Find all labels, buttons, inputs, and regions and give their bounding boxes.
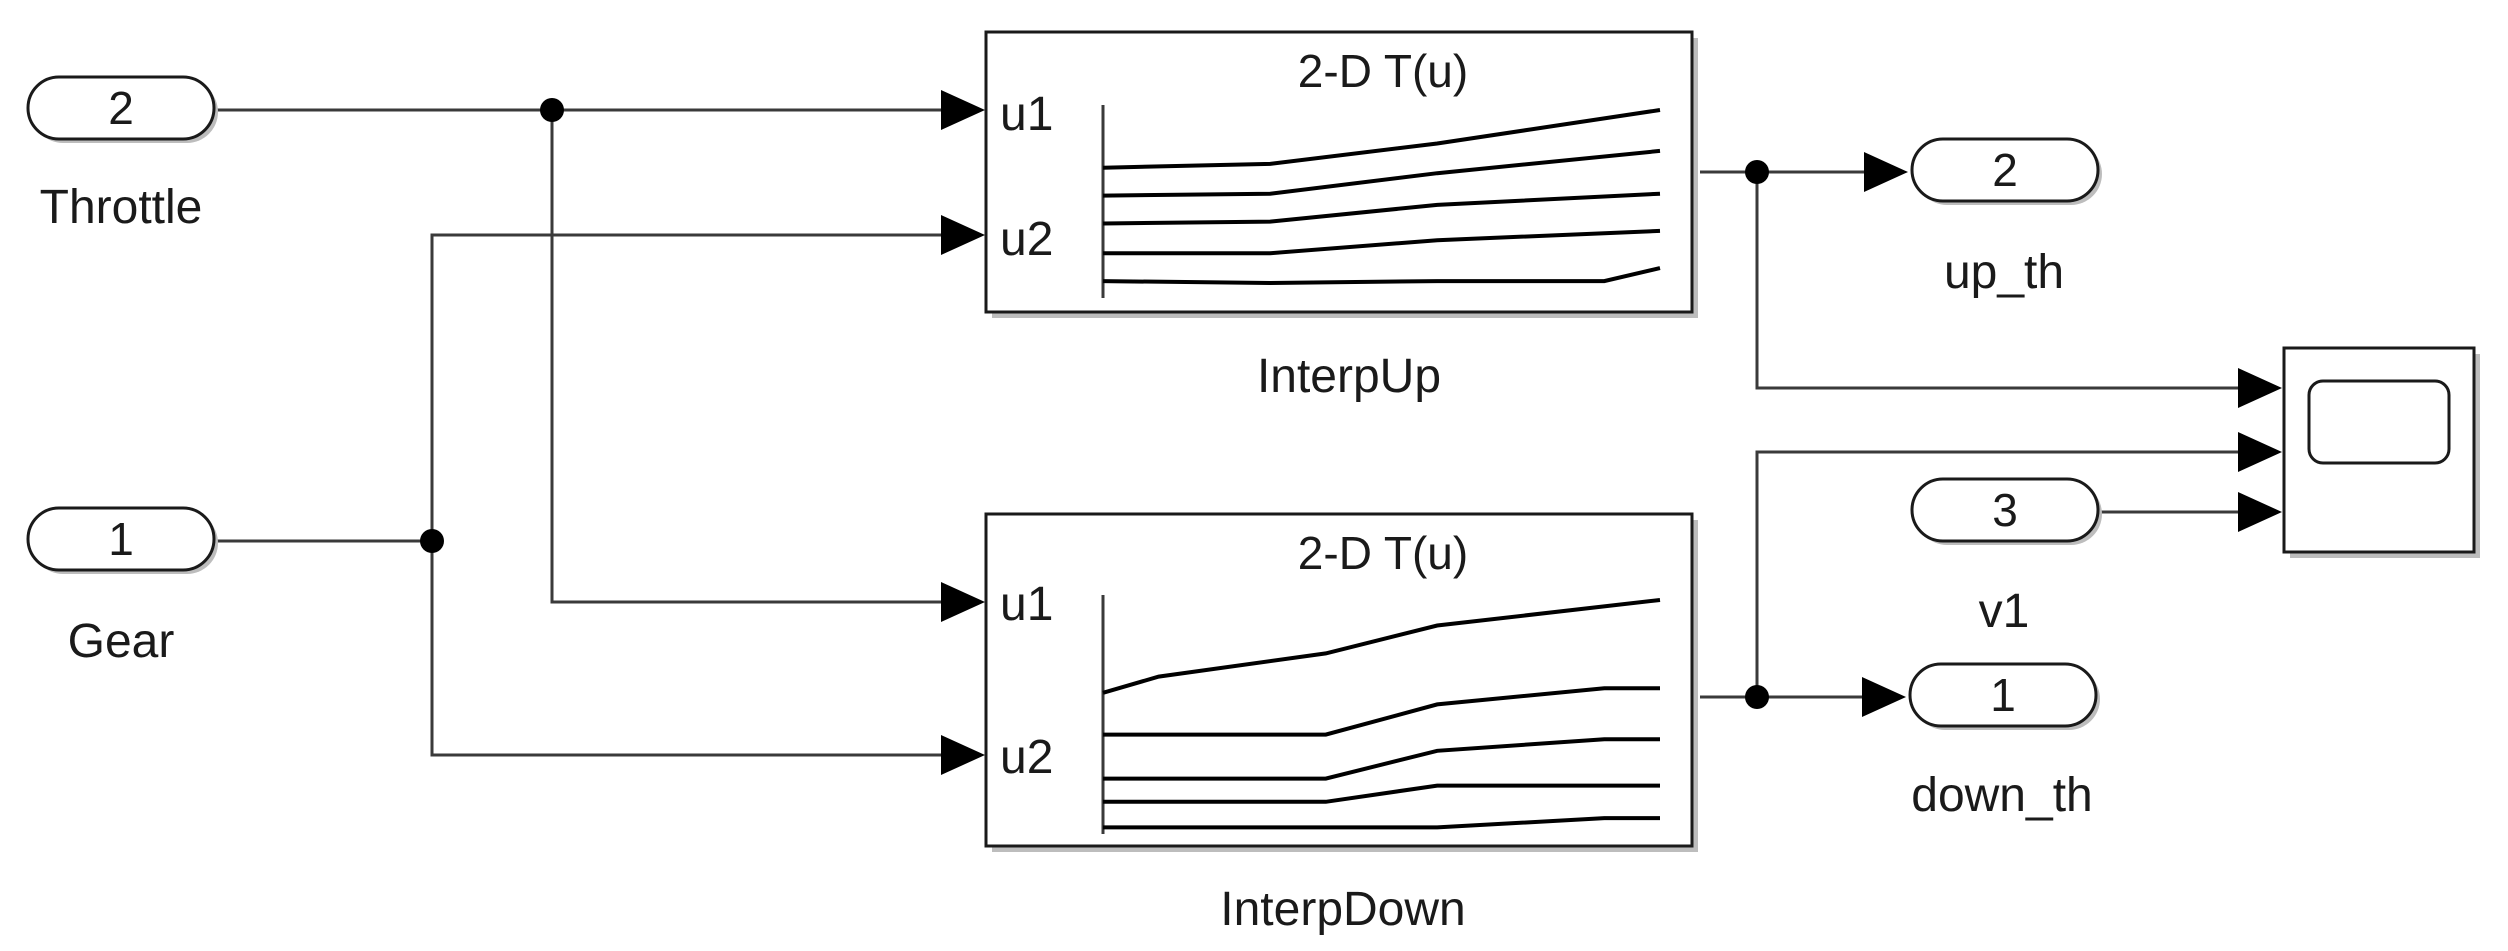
wire-gear-to-down-u2[interactable]	[430, 541, 945, 757]
lookup-down-curve-4	[1103, 783, 1660, 804]
wire-up-to-scope[interactable]	[1755, 172, 2242, 390]
lookup-up-port-u2: u2	[1000, 213, 1053, 266]
lookup-up-curve-4	[1103, 228, 1661, 256]
signal-lines	[216, 108, 2242, 757]
arrow-up-u2	[941, 215, 985, 255]
outport-v1-label: v1	[1979, 585, 2030, 638]
outport-v1[interactable]: 3 v1	[1910, 477, 2102, 638]
inport-gear-number: 1	[108, 513, 134, 565]
outport-down-th-number: 1	[1990, 669, 2016, 721]
arrow-up-u1	[941, 90, 985, 130]
outport-down-th-shape	[1908, 662, 2098, 728]
lookup-block-interp-down[interactable]: 2-D T(u) u1 u2 InterpDown	[984, 512, 1698, 936]
outport-up-th-shape	[1910, 137, 2100, 203]
lookup-down-curve-5	[1103, 816, 1660, 830]
arrow-upth	[1864, 152, 1908, 192]
arrow-down-u1	[941, 582, 985, 622]
outport-v1-shape	[1910, 477, 2100, 543]
outport-up-th-number: 2	[1992, 144, 2018, 196]
arrow-down-u2	[941, 735, 985, 775]
lookup-up-curve-3	[1102, 191, 1661, 226]
lookup-up-curve-2	[1102, 148, 1661, 198]
lookup-down-plot	[1102, 598, 1661, 830]
lookup-down-curve-1	[1102, 598, 1661, 695]
lookup-up-port-u1: u1	[1000, 88, 1053, 141]
outport-up-th[interactable]: 2 up_th	[1910, 137, 2102, 299]
lookup-up-title: 2-D T(u)	[1298, 45, 1468, 97]
wire-down-to-scope[interactable]	[1755, 450, 2242, 697]
lookup-up-curve-5	[1102, 266, 1661, 286]
branch-dot-up-out	[1745, 160, 1769, 184]
arrow-scope-in1	[2238, 368, 2282, 408]
scope-icon	[2307, 379, 2451, 465]
arrow-downth	[1862, 677, 1906, 717]
lookup-up-curve-1	[1102, 108, 1661, 170]
lookup-block-interp-up[interactable]: 2-D T(u) u1 u2 InterpUp	[984, 30, 1698, 403]
branch-dot-down-out	[1745, 685, 1769, 709]
scope-block[interactable]	[2282, 346, 2480, 558]
inport-gear[interactable]: 1 Gear	[26, 506, 218, 668]
outport-down-th-label: down_th	[1911, 769, 2092, 822]
branch-points	[420, 98, 1769, 709]
outport-up-th-label: up_th	[1944, 246, 2064, 299]
lookup-down-port-u2: u2	[1000, 731, 1053, 784]
lookup-up-label: InterpUp	[1257, 350, 1441, 403]
inport-throttle-number: 2	[108, 82, 134, 134]
wire-gear-to-up-u2[interactable]	[430, 233, 945, 541]
arrow-scope-in3	[2238, 492, 2282, 532]
lookup-up-plot	[1102, 108, 1661, 286]
inport-gear-label: Gear	[68, 615, 175, 668]
branch-dot-gear	[420, 529, 444, 553]
lookup-down-port-u1: u1	[1000, 578, 1053, 631]
inport-throttle[interactable]: 2 Throttle	[26, 75, 218, 234]
inport-throttle-label: Throttle	[40, 181, 203, 234]
lookup-down-title: 2-D T(u)	[1298, 527, 1468, 579]
lookup-down-label: InterpDown	[1220, 883, 1465, 936]
lookup-down-curve-2	[1103, 686, 1660, 737]
inport-gear-shape	[26, 506, 216, 572]
branch-dot-throttle	[540, 98, 564, 122]
inport-throttle-shape	[26, 75, 216, 141]
arrowheads	[941, 90, 2282, 775]
wire-throttle-to-down-u1[interactable]	[550, 110, 945, 604]
arrow-scope-in2	[2238, 432, 2282, 472]
lookup-down-curve-3	[1103, 737, 1660, 781]
outport-v1-number: 3	[1992, 484, 2018, 536]
outport-down-th[interactable]: 1 down_th	[1908, 662, 2100, 822]
